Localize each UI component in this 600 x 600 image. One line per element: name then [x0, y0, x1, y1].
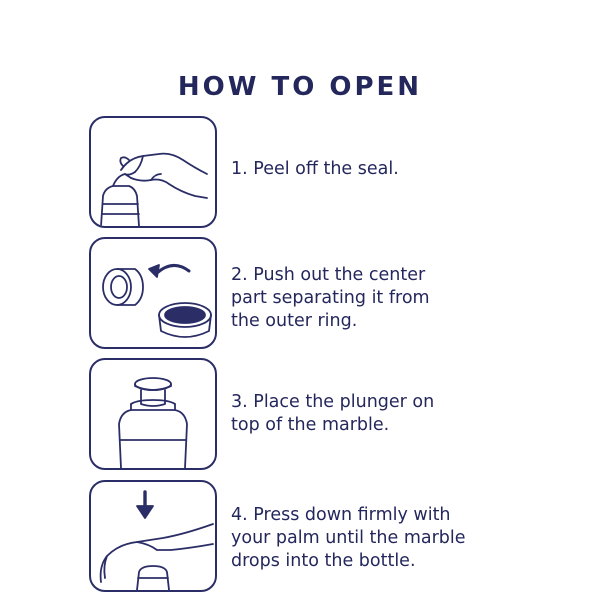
step-3-text: 3. Place the plunger on top of the marbl… [231, 391, 531, 437]
step-3-line-2: top of the marble. [231, 415, 390, 435]
step-4-line-1: 4. Press down firmly with [231, 505, 451, 525]
step-2: 2. Push out the center part separating i… [89, 237, 529, 351]
step-4: 4. Press down firmly with your palm unti… [89, 480, 529, 594]
peel-seal-illustration [89, 116, 217, 228]
step-1: 1. Peel off the seal. [89, 116, 529, 230]
step-1-text: 1. Peel off the seal. [231, 158, 531, 181]
step-2-text: 2. Push out the center part separating i… [231, 264, 531, 333]
press-down-illustration [89, 480, 217, 592]
step-4-text: 4. Press down firmly with your palm unti… [231, 504, 531, 573]
step-4-line-3: drops into the bottle. [231, 551, 416, 571]
step-2-line-1: 2. Push out the center [231, 265, 426, 285]
step-2-line-3: the outer ring. [231, 311, 358, 331]
step-3: 3. Place the plunger on top of the marbl… [89, 358, 529, 472]
push-center-illustration [89, 237, 217, 349]
step-1-line-1: 1. Peel off the seal. [231, 159, 399, 179]
step-2-line-2: part separating it from [231, 288, 430, 308]
step-4-line-2: your palm until the marble [231, 528, 466, 548]
place-plunger-illustration [89, 358, 217, 470]
step-3-line-1: 3. Place the plunger on [231, 392, 435, 412]
page-title: HOW TO OPEN [177, 72, 423, 102]
